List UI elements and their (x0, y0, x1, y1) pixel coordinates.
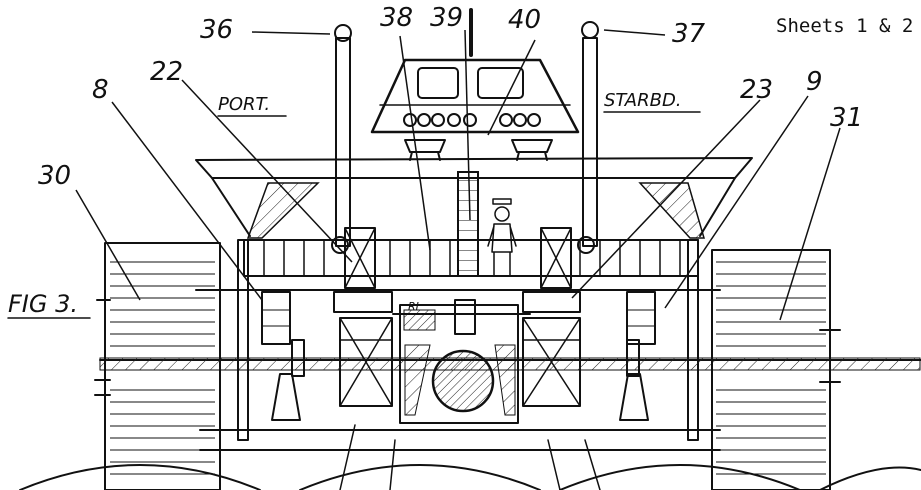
ladder (457, 171, 479, 277)
numeral-9: 9 (806, 67, 823, 97)
exhaust-stack-starboard (577, 21, 599, 254)
numeral-38: 38 (380, 3, 413, 33)
cabin-seat-left (404, 139, 446, 161)
numeral-23: 23 (740, 75, 773, 105)
engine-port (333, 227, 393, 407)
label-port: PORT. (218, 94, 270, 115)
numeral-40: 40 (508, 5, 541, 35)
cabin-window-right (477, 67, 524, 99)
figure-label: FIG 3. (8, 290, 78, 318)
hull (19, 239, 921, 490)
label-starboard: STARBD. (604, 90, 682, 111)
paddle-column-port (261, 291, 305, 421)
exhaust-stack-port (331, 24, 352, 254)
numeral-37: 37 (672, 19, 706, 49)
cabin-seat-right (511, 139, 553, 161)
pontoon-port (94, 242, 221, 490)
cabin-window-left (417, 67, 459, 99)
portholes (403, 113, 541, 127)
reference-numerals: 36 38 39 40 37 8 22 23 9 31 30 (38, 3, 863, 191)
numeral-30: 30 (38, 161, 71, 191)
person-figure (487, 198, 517, 276)
sheet-note: Sheets 1 & 2 (776, 15, 913, 37)
pontoon-starboard (711, 249, 841, 490)
numeral-22: 22 (150, 57, 183, 87)
upper-deck (195, 157, 753, 239)
paddle-column-starboard (619, 291, 656, 421)
callout-marker: RI (408, 300, 419, 313)
numeral-8: 8 (92, 75, 109, 105)
numeral-39: 39 (430, 3, 463, 33)
engine-starboard (522, 227, 581, 407)
numeral-36: 36 (200, 15, 233, 45)
numeral-31: 31 (830, 103, 863, 133)
wheelhouse (370, 8, 580, 161)
leader-lines (75, 29, 841, 321)
